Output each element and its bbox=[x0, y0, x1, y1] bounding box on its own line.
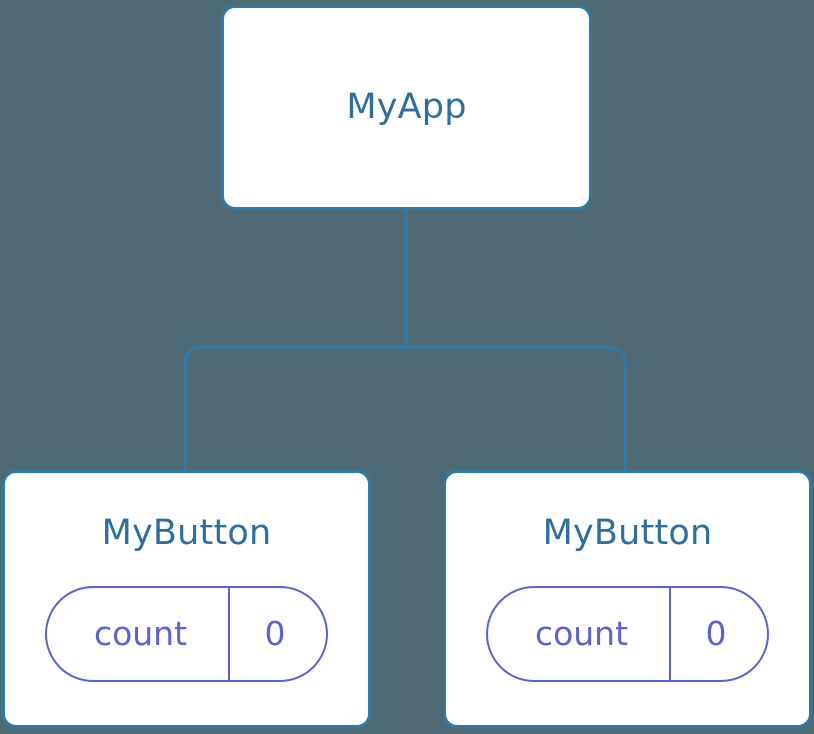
node-mybutton-left[interactable]: MyButton count 0 bbox=[2, 470, 371, 728]
state-pill-left-divider bbox=[228, 587, 230, 680]
state-pill-right-value: 0 bbox=[705, 614, 727, 654]
node-mybutton-right[interactable]: MyButton count 0 bbox=[443, 470, 812, 728]
connector-branch-right bbox=[406, 345, 627, 470]
node-myapp-title: MyApp bbox=[346, 87, 467, 128]
state-pill-left-value: 0 bbox=[264, 614, 286, 654]
state-pill-right-key: count bbox=[534, 614, 629, 654]
node-mybutton-left-title: MyButton bbox=[101, 513, 272, 553]
state-pill-right-divider bbox=[669, 587, 671, 680]
node-mybutton-right-title: MyButton bbox=[542, 513, 713, 553]
state-pill-left[interactable]: count 0 bbox=[45, 585, 328, 682]
connector-branch-left bbox=[183, 345, 406, 470]
state-pill-right[interactable]: count 0 bbox=[486, 585, 769, 682]
node-myapp[interactable]: MyApp bbox=[221, 5, 592, 210]
state-pill-left-key: count bbox=[93, 614, 188, 654]
